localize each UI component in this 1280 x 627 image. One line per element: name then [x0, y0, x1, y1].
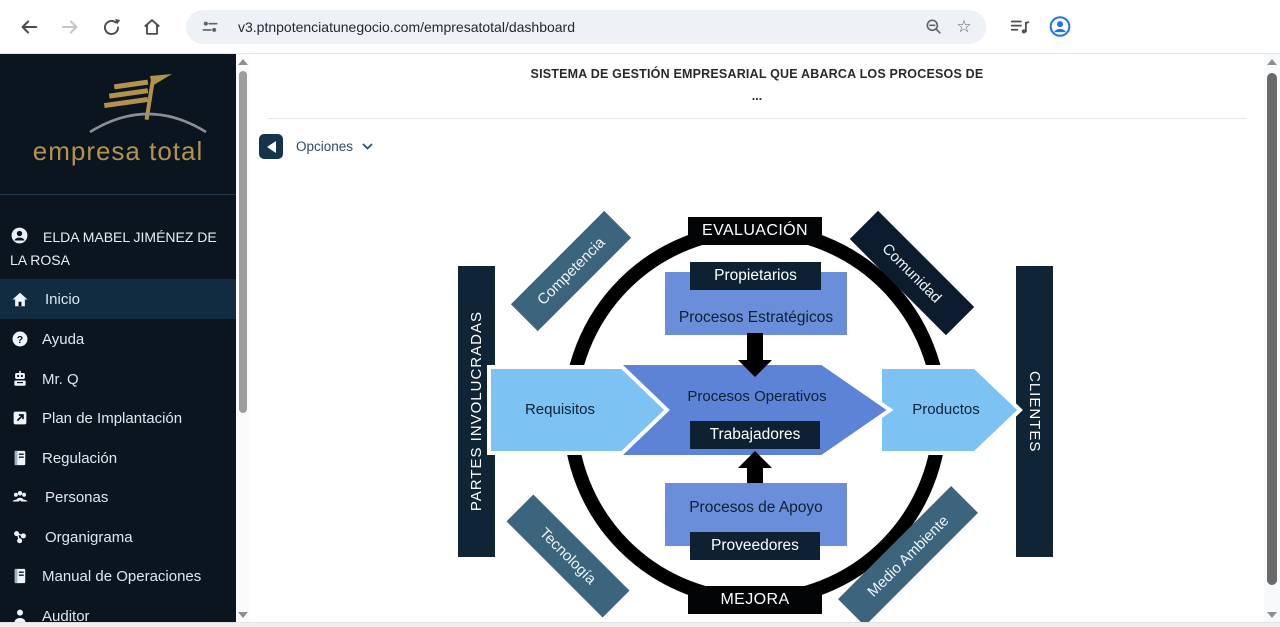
sidebar-item-mr-q[interactable]: Mr. Q	[0, 359, 236, 399]
page-title: SISTEMA DE GESTIÓN EMPRESARIAL QUE ABARC…	[530, 67, 984, 81]
sidebar-item-label: Mr. Q	[42, 370, 79, 388]
products-arrow	[878, 365, 1023, 455]
flow-center-label: Procesos Operativos	[687, 388, 827, 405]
browser-toolbar: v3.ptnpotenciatunegocio.com/empresatotal…	[0, 0, 1280, 54]
sidebar-item-label: Manual de Operaciones	[42, 567, 202, 585]
operational-arrow	[613, 361, 894, 459]
logo-text: empresa total	[32, 136, 204, 166]
scroll-up-icon[interactable]	[1267, 59, 1277, 65]
reload-icon[interactable]	[99, 15, 123, 39]
up-arrow	[747, 467, 763, 484]
home-icon[interactable]	[140, 15, 164, 39]
process-flow-arrows	[487, 361, 1023, 459]
sidebar-item-organigrama[interactable]: Organigrama	[0, 517, 236, 557]
orgchart-icon	[11, 528, 29, 546]
sidebar-item-label: Personas	[45, 488, 109, 506]
zoom-out-icon[interactable]	[922, 15, 946, 39]
back-icon[interactable]	[17, 15, 41, 39]
chevron-down-icon	[362, 143, 373, 150]
header-divider	[268, 118, 1247, 119]
account-icon[interactable]	[1048, 14, 1072, 38]
clients-label: CLIENTES	[1026, 370, 1043, 453]
options-label: Opciones	[296, 139, 354, 154]
evaluation-box: EVALUACIÓN	[688, 217, 822, 245]
address-bar[interactable]: v3.ptnpotenciatunegocio.com/empresatotal…	[186, 10, 986, 44]
horizontal-scrollbar[interactable]	[0, 622, 1280, 627]
user-name: ELDA MABEL JIMÉNEZ DE LA ROSA	[10, 226, 228, 270]
options-dropdown[interactable]: Opciones	[296, 139, 373, 154]
sidebar-item-label: Regulación	[42, 449, 118, 467]
logo-flag-icon	[89, 74, 207, 134]
sidebar-item-label: Plan de Implantación	[42, 409, 183, 427]
page-title-ellipsis: ...	[751, 89, 763, 103]
media-control-icon[interactable]	[1008, 15, 1032, 39]
page-scrollbar-thumb[interactable]	[1267, 73, 1277, 585]
sidebar-item-plan-de-implantacion[interactable]: Plan de Implantación	[0, 398, 236, 438]
book-icon	[11, 567, 29, 585]
up-arrow-head	[738, 451, 772, 468]
sidebar-item-label: Inicio	[45, 290, 81, 308]
flow-input-label: Requisitos	[524, 401, 596, 418]
sidebar: empresa total ELDA MABEL JIMÉNEZ DE LA R…	[0, 54, 236, 622]
sidebar-item-auditor[interactable]: Auditor	[0, 596, 236, 622]
improvement-box: MEJORA	[688, 586, 822, 614]
collapse-sidebar-button[interactable]	[259, 134, 283, 159]
url-text[interactable]: v3.ptnpotenciatunegocio.com/empresatotal…	[238, 19, 575, 35]
book-icon	[11, 449, 29, 467]
forward-icon[interactable]	[58, 15, 82, 39]
main-content: SISTEMA DE GESTIÓN EMPRESARIAL QUE ABARC…	[250, 54, 1264, 627]
person-icon	[11, 607, 29, 622]
suppliers-box: Proveedores	[690, 532, 820, 560]
down-arrow-head	[738, 360, 772, 377]
sidebar-item-label: Auditor	[42, 607, 90, 623]
triangle-left-icon	[266, 140, 276, 153]
sidebar-item-regulacion[interactable]: Regulación	[0, 438, 236, 478]
sidebar-item-ayuda[interactable]: ? Ayuda	[0, 319, 236, 359]
sidebar-item-manual-de-operaciones[interactable]: Manual de Operaciones	[0, 556, 236, 596]
app-logo: empresa total	[0, 54, 236, 195]
flow-output-label: Productos	[912, 401, 980, 418]
launch-icon	[11, 409, 29, 427]
user-name-text: ELDA MABEL JIMÉNEZ DE LA ROSA	[10, 229, 217, 268]
sidebar-item-label: Organigrama	[45, 528, 133, 546]
sidebar-item-personas[interactable]: Personas	[0, 477, 236, 517]
user-avatar-icon	[10, 226, 29, 250]
sidebar-scrollbar-thumb[interactable]	[239, 71, 247, 413]
sidebar-item-label: Ayuda	[42, 330, 85, 348]
down-arrow	[747, 333, 763, 360]
page-scrollbar[interactable]	[1264, 54, 1280, 622]
owners-box: Propietarios	[690, 262, 821, 290]
help-icon: ?	[11, 330, 29, 348]
scroll-down-icon[interactable]	[238, 612, 248, 618]
workers-box: Trabajadores	[690, 421, 820, 449]
site-info-icon[interactable]	[198, 15, 222, 39]
home-icon	[11, 290, 29, 308]
sidebar-scrollbar[interactable]	[236, 54, 250, 622]
scroll-down-icon[interactable]	[1267, 612, 1277, 618]
star-icon[interactable]: ☆	[956, 17, 972, 36]
svg-text:?: ?	[17, 334, 23, 346]
people-icon	[11, 488, 29, 506]
scroll-up-icon[interactable]	[238, 59, 248, 65]
robot-icon	[11, 370, 29, 388]
sidebar-item-inicio[interactable]: Inicio	[0, 279, 236, 319]
clients-bar: CLIENTES	[1016, 266, 1053, 557]
